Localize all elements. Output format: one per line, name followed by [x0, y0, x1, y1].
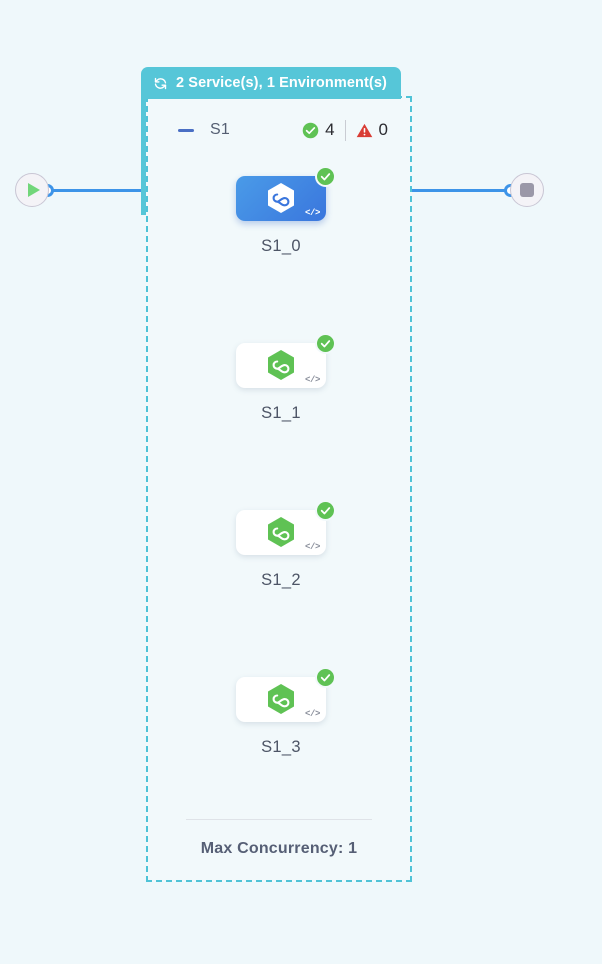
- service-node[interactable]: </> S1_2: [148, 500, 414, 590]
- error-count: 0: [378, 120, 388, 139]
- sync-refresh-icon: [154, 77, 167, 89]
- check-circle-icon: [320, 340, 331, 348]
- play-icon: [28, 183, 40, 197]
- max-concurrency-label: Max Concurrency: 1: [200, 840, 358, 857]
- code-badge: </>: [304, 542, 320, 552]
- minus-collapse-icon[interactable]: [178, 128, 194, 132]
- warning-triangle-icon: [356, 123, 372, 137]
- service-node-card[interactable]: </>: [236, 667, 336, 722]
- group-tab-label: 2 Service(s), 1 Environment(s): [176, 75, 387, 91]
- service-node-card[interactable]: </>: [236, 166, 336, 221]
- service-hexagon-icon: [268, 350, 294, 380]
- group-tab-stem: [141, 97, 150, 215]
- group-header: S1 4 0: [148, 116, 410, 144]
- node-status-badge: [315, 333, 336, 354]
- end-node[interactable]: [510, 173, 544, 207]
- error-status: 0: [356, 120, 388, 140]
- group-footer: Max Concurrency: 1: [148, 819, 410, 858]
- service-hexagon-icon: [268, 183, 294, 213]
- service-node-label: S1_3: [261, 738, 301, 756]
- service-hexagon-icon: [268, 684, 294, 714]
- node-status-badge: [315, 166, 336, 187]
- node-status-badge: [315, 667, 336, 688]
- code-badge: </>: [304, 208, 320, 218]
- service-node-label: S1_2: [261, 571, 301, 589]
- stop-icon: [520, 183, 534, 197]
- service-node[interactable]: </> S1_0: [148, 166, 414, 256]
- group-tab[interactable]: 2 Service(s), 1 Environment(s): [141, 67, 401, 99]
- check-circle-icon: [320, 674, 331, 682]
- service-node-label: S1_0: [261, 237, 301, 255]
- footer-divider: [186, 819, 372, 820]
- check-circle-icon: [320, 173, 331, 181]
- service-node[interactable]: </> S1_1: [148, 333, 414, 423]
- code-badge: </>: [304, 375, 320, 385]
- service-group-container[interactable]: S1 4 0: [146, 96, 412, 882]
- service-node[interactable]: </> S1_3: [148, 667, 414, 757]
- service-node-label: S1_1: [261, 404, 301, 422]
- group-status-cluster: 4 0: [302, 119, 388, 141]
- service-hexagon-icon: [268, 517, 294, 547]
- edge-start-to-group: [46, 189, 148, 192]
- group-name-label: S1: [210, 121, 230, 138]
- check-circle-icon: [302, 122, 319, 138]
- service-node-card[interactable]: </>: [236, 333, 336, 388]
- check-circle-icon: [320, 507, 331, 515]
- service-node-card[interactable]: </>: [236, 500, 336, 555]
- code-badge: </>: [304, 709, 320, 719]
- success-count: 4: [325, 120, 335, 139]
- edge-group-to-end: [412, 189, 514, 192]
- success-status: 4: [302, 120, 335, 140]
- node-status-badge: [315, 500, 336, 521]
- start-node[interactable]: [15, 173, 49, 207]
- status-divider: [344, 119, 346, 141]
